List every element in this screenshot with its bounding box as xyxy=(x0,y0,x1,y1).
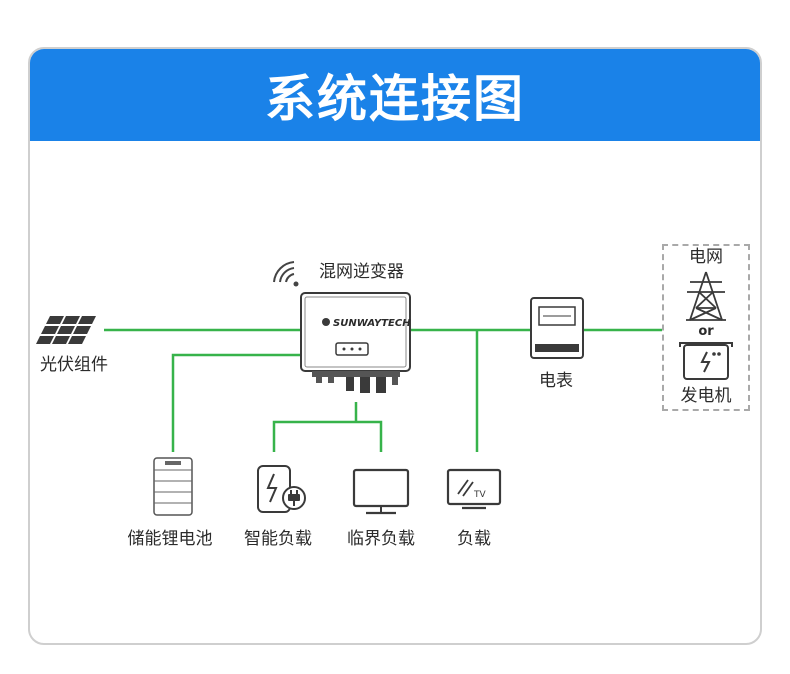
solar-panel-icon xyxy=(36,316,96,344)
grid-or-generator-box xyxy=(662,244,750,411)
wifi-icon xyxy=(273,261,299,287)
meter-label: 电表 xyxy=(539,371,573,391)
inverter-icon: SUNWAYTECH xyxy=(300,292,411,393)
tv-icon: TV xyxy=(446,468,502,510)
page-title: 系统连接图 xyxy=(265,70,525,128)
smart-load-label: 智能负载 xyxy=(244,529,312,549)
load-label: 负载 xyxy=(457,529,491,549)
pv-label: 光伏组件 xyxy=(40,355,108,375)
smart-load-icon xyxy=(257,465,306,513)
battery-label: 储能锂电池 xyxy=(127,529,213,549)
battery-icon xyxy=(153,457,193,516)
transmission-tower-icon xyxy=(686,271,726,321)
grid-label: 电网 xyxy=(689,247,723,267)
tv-icon-label: TV xyxy=(473,490,486,500)
critical-load-label: 临界负载 xyxy=(347,529,415,549)
inverter-label: 混网逆变器 xyxy=(319,262,404,282)
battery-to-inverter-line xyxy=(171,353,300,452)
title-banner: 系统连接图 xyxy=(30,49,760,141)
backup-split-line xyxy=(272,420,383,452)
or-label: or xyxy=(698,324,714,339)
meter-icon xyxy=(530,297,584,359)
monitor-icon xyxy=(352,468,410,515)
generator-icon xyxy=(679,342,733,380)
diagram-card: 系统连接图 xyxy=(28,47,762,645)
connection-lines xyxy=(104,328,662,452)
inverter-brand-label: SUNWAYTECH xyxy=(333,318,411,329)
generator-label: 发电机 xyxy=(680,386,732,406)
